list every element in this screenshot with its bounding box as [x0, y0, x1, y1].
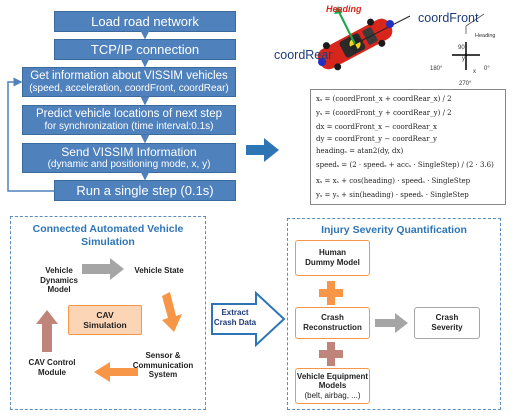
equation-line: xₛ = (coordFront_x + coordRear_x) / 2 [316, 95, 452, 103]
equation-line: yₛ = yₛ + sin(heading) · speedₛ · Single… [316, 191, 469, 199]
cav-center-line1: CAV [96, 310, 114, 320]
flow-step-sublabel: for synchronization (time interval:0.1s) [44, 120, 214, 132]
equation-line: headingₛ = atan2(dy, dx) [316, 147, 404, 155]
compass-icon [452, 13, 485, 70]
equation-line: xₛ = xₛ + cos(heading) · speedₛ · Single… [316, 177, 471, 185]
vehicle-equipment-box: Vehicle Equipment Models (belt, airbag, … [295, 368, 370, 404]
label-line: Crash [321, 313, 344, 322]
label-line: CAV Control [28, 358, 76, 367]
plus-icon [319, 342, 343, 366]
flow-step-run-single-step: Run a single step (0.1s) [54, 180, 236, 201]
label-line: Vehicle Equipment [296, 371, 369, 381]
label-line: Crash [435, 313, 459, 322]
heading-label: Heading [326, 4, 362, 14]
label-line: Reconstruction [303, 323, 362, 332]
plus-icon [319, 281, 343, 305]
coord-rear-label: coordRear [274, 48, 333, 62]
cycle-arrow-dusty [36, 310, 58, 352]
loop-back-arrow [7, 77, 54, 192]
label-line: Models [318, 381, 347, 391]
car-figure [317, 6, 485, 71]
injury-severity-panel [287, 218, 501, 410]
label-line: System [148, 370, 178, 379]
cav-panel-title-line1: Connected Automated Vehicle [32, 223, 184, 235]
label-line: Human [318, 248, 347, 257]
coord-front-point [386, 20, 394, 28]
flow-step-sublabel: (speed, acceleration, coordFront, coordR… [29, 82, 229, 94]
flow-step-label: Run a single step (0.1s) [76, 183, 214, 198]
label-line: Extract [221, 308, 249, 317]
angle-90-label: 90° [458, 45, 468, 51]
label-line: Dummy Model [305, 258, 360, 267]
flow-step-label: Predict vehicle locations of next step [35, 107, 223, 120]
flow-step-sublabel: (dynamic and positioning mode, x, y) [47, 158, 211, 170]
vehicle-state-label: Vehicle State [134, 266, 184, 275]
crash-reconstruction-box: Crash Reconstruction [295, 307, 370, 339]
cav-control-label: CAV Control Module [22, 358, 82, 377]
angle-0-label: 0° [484, 66, 490, 72]
flow-step-tcpip-connection: TCP/IP connection [54, 39, 236, 60]
coord-rear-point [318, 58, 326, 66]
flow-step-label: Send VISSIM Information [61, 144, 197, 159]
label-line: Sensor & [145, 351, 181, 360]
cav-panel-title-line2: Simulation [81, 236, 135, 248]
cav-cycle-arrows [36, 258, 182, 382]
label-line: Crash Data [213, 317, 257, 327]
flow-step-label: Load road network [91, 14, 199, 29]
flow-step-predict-locations: Predict vehicle locations of next step f… [22, 105, 236, 135]
cav-simulation-box: CAV Simulation [68, 305, 142, 335]
coord-front-label: coordFront [418, 11, 479, 25]
label-line: Model [47, 285, 71, 294]
small-heading-label: Heading [475, 33, 496, 39]
equation-line: dy = coordFront_y − coordRear_y [316, 135, 437, 143]
equation-line: yₛ = (coordFront_y + coordRear_y) / 2 [316, 109, 452, 117]
label-line: Module [38, 367, 66, 377]
car-icon [317, 18, 393, 71]
flow-step-send-vissim-info: Send VISSIM Information (dynamic and pos… [22, 143, 236, 173]
to-severity-arrow [375, 313, 408, 333]
cav-panel-title: Connected Automated Vehicle Simulation [10, 223, 206, 249]
cycle-arrow-orange-bottom [94, 362, 138, 382]
cav-center-line2: Simulation [83, 320, 127, 330]
flow-step-label: TCP/IP connection [90, 42, 200, 57]
equations-box: xₛ = (coordFront_x + coordRear_x) / 2 yₛ… [310, 89, 506, 205]
flow-step-get-vissim-info: Get information about VISSIM vehicles (s… [22, 67, 236, 97]
extract-arrow [211, 291, 286, 347]
equation-line: speedₛ = (2 · speedₛ + accₛ · SingleStep… [316, 161, 494, 169]
cycle-arrow-gray [82, 258, 124, 280]
cycle-arrow-orange [162, 292, 182, 332]
axis-x-label: x [473, 69, 476, 75]
label-line: Severity [431, 323, 463, 332]
flowchart-connectors [7, 30, 150, 192]
label-line: Dynamics [40, 275, 78, 285]
human-dummy-box: Human Dummy Model [295, 240, 370, 276]
to-equations-arrow [246, 138, 279, 162]
crash-severity-box: Crash Severity [414, 307, 480, 339]
equation-line: dx = coordFront_x − coordRear_x [316, 123, 437, 131]
injury-panel-title: Injury Severity Quantification [321, 224, 467, 236]
vehicle-dynamics-label: Vehicle Dynamics Model [36, 266, 82, 295]
direction-line [354, 15, 411, 45]
flow-step-label: Get information about VISSIM vehicles [30, 69, 228, 82]
axis-y-label: y [462, 56, 465, 62]
heading-arrow [337, 9, 356, 45]
sensor-label: Sensor & Communication System [128, 351, 198, 380]
label-line: Vehicle [45, 266, 73, 275]
angle-270-label: 270° [459, 81, 472, 87]
label-line: Communication [132, 360, 194, 370]
label-line: (belt, airbag, ...) [304, 390, 361, 400]
extract-arrow-label: Extract Crash Data [212, 308, 258, 327]
cav-simulation-panel [10, 216, 206, 410]
angle-180-label: 180° [430, 66, 443, 72]
